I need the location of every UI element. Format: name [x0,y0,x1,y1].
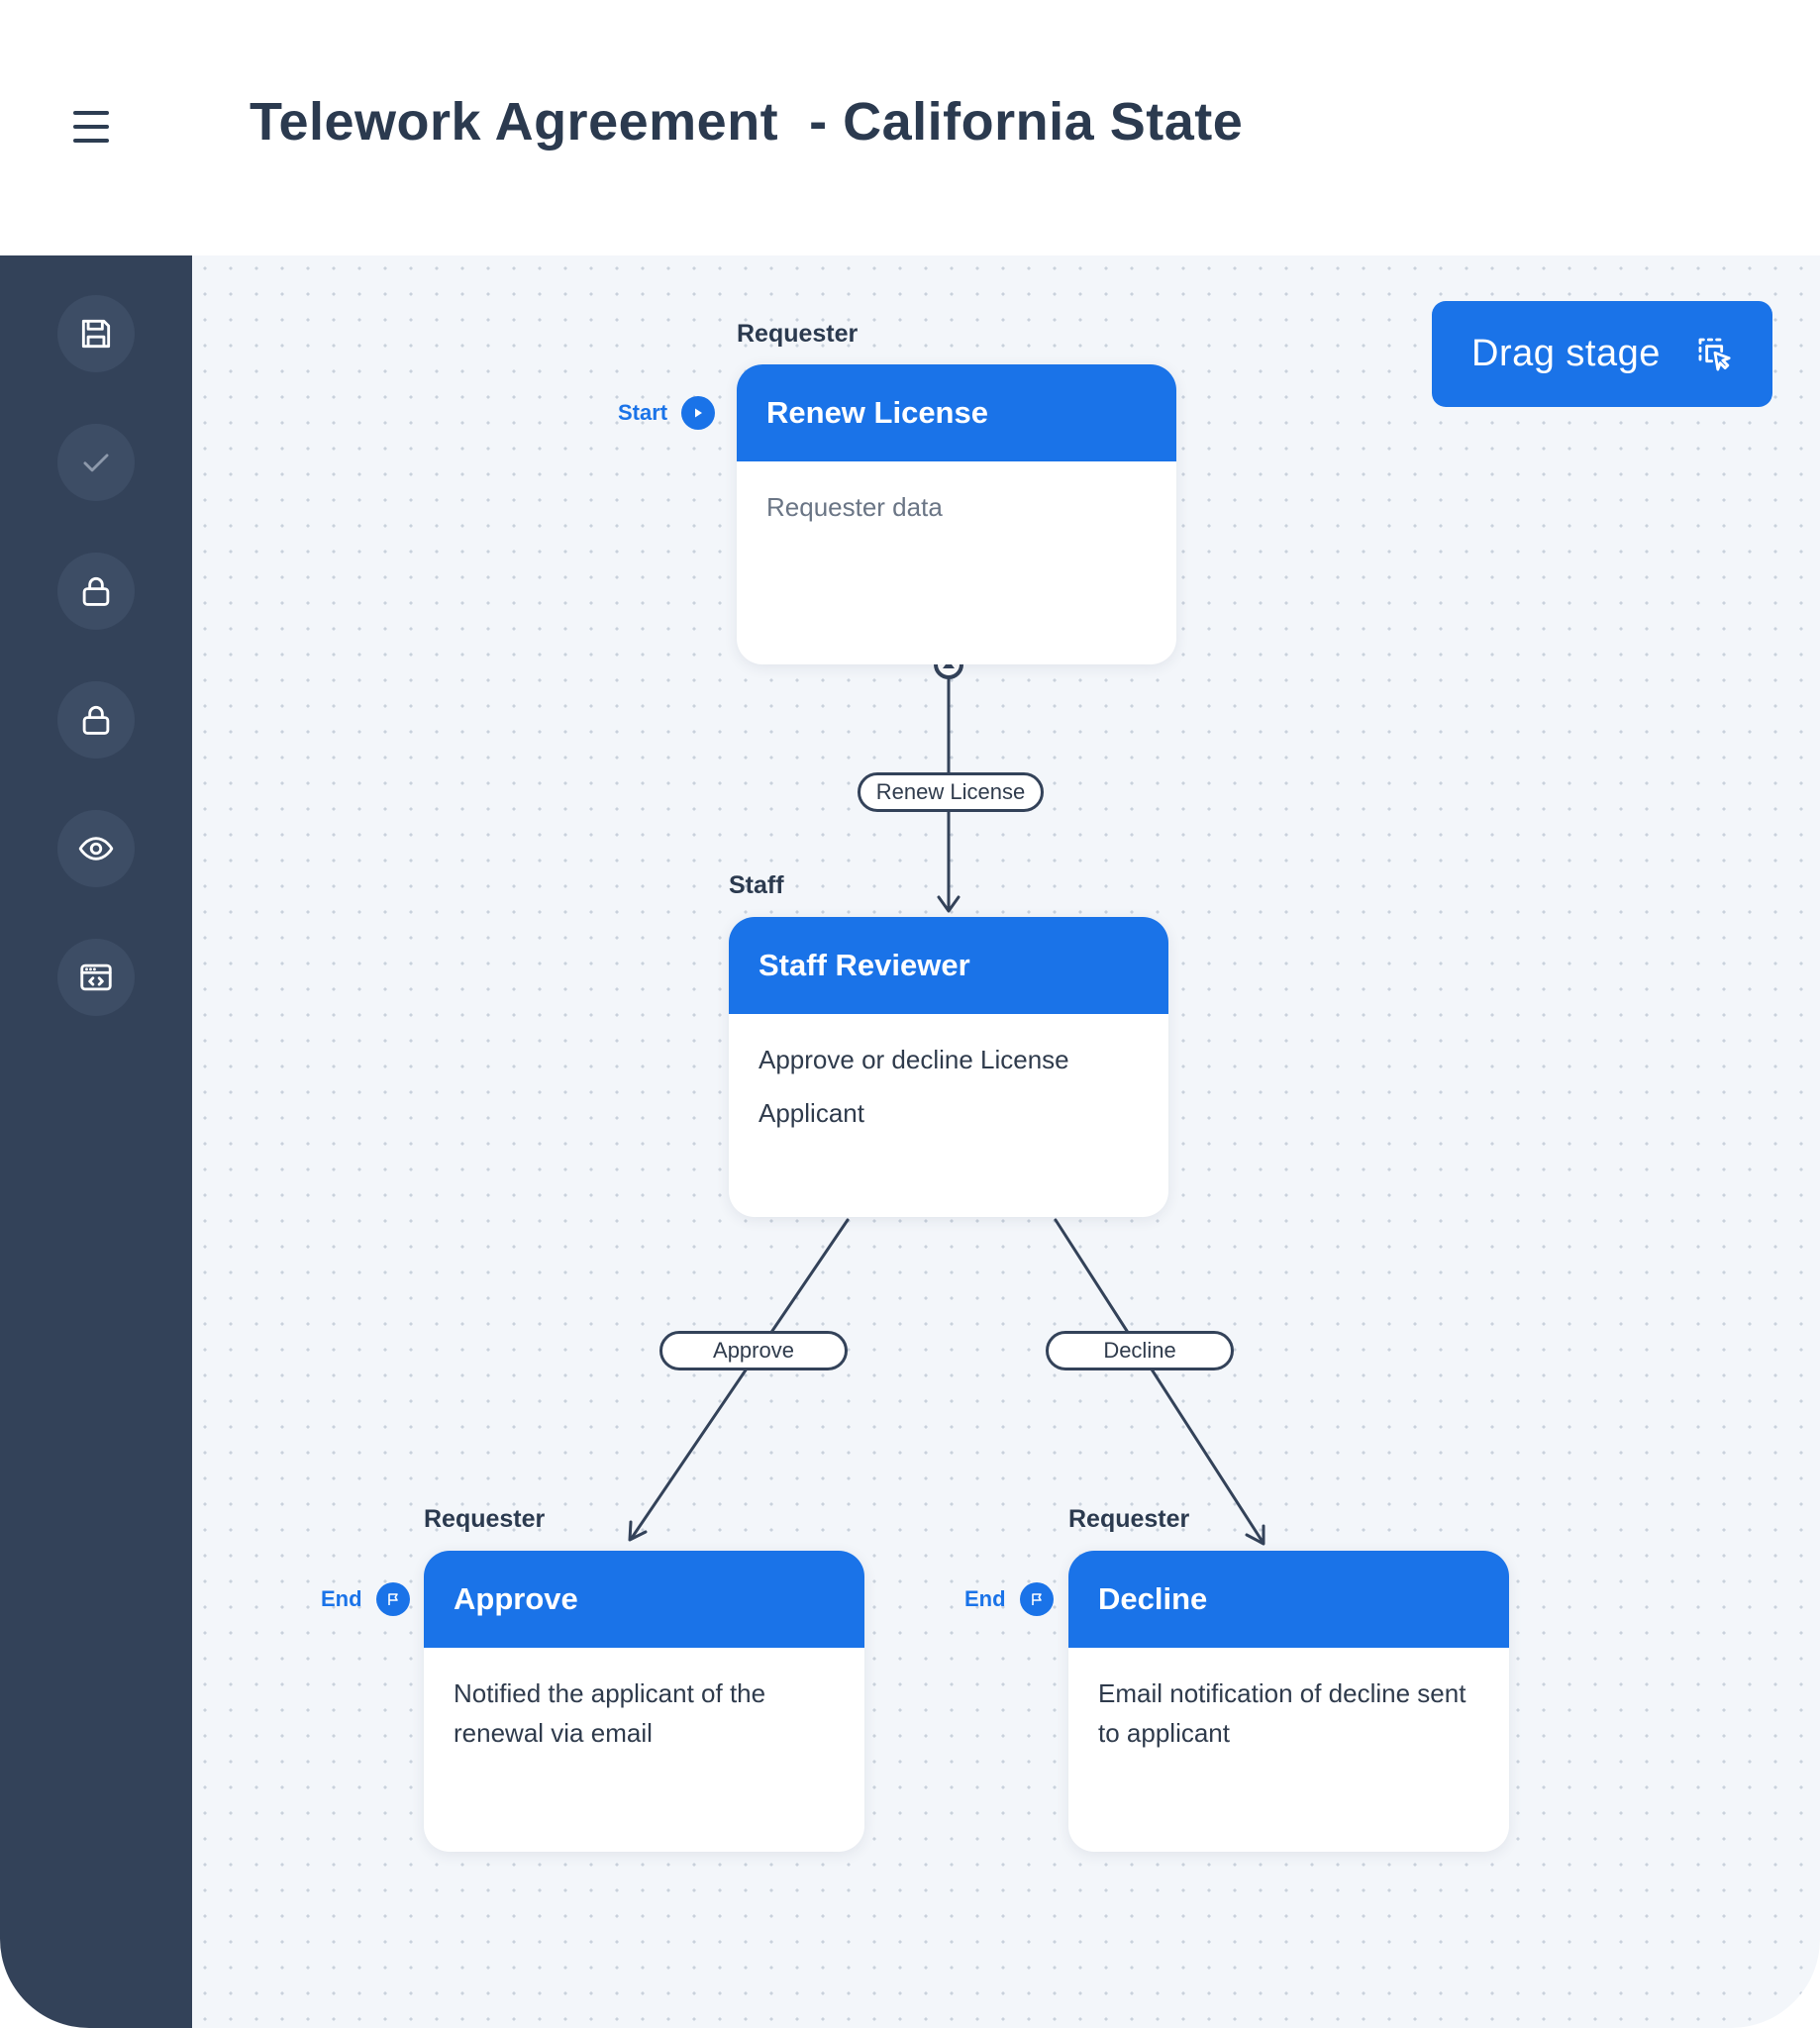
flag-icon [1019,1582,1054,1616]
stage-description-line: Applicant [758,1098,864,1128]
transition-decline[interactable]: Decline [1046,1331,1234,1370]
stage-description-line: Notified the applicant of the renewal vi… [454,1678,766,1748]
stage-role-label: Requester [1068,1505,1190,1533]
code-window-icon [80,963,112,991]
save-icon [81,319,111,349]
stage-description: Notified the applicant of the renewal vi… [424,1648,864,1753]
stage-description-line: Requester data [766,492,943,522]
stage-card-decline[interactable]: Decline Email notification of decline se… [1068,1551,1509,1852]
end-label: End [321,1586,362,1611]
transition-renew-license[interactable]: Renew License [858,772,1044,812]
stage-description-line: Email notification of decline sent to ap… [1098,1678,1466,1748]
sidebar-check-button[interactable] [57,424,135,501]
lock-icon [82,576,110,606]
drag-stage-button[interactable]: Drag stage [1432,301,1772,407]
sidebar-lock-button[interactable] [57,553,135,630]
menu-icon[interactable] [73,111,111,145]
stage-title: Staff Reviewer [729,917,1168,1014]
stage-description: Approve or decline License Applicant [729,1014,1168,1133]
stage-role-label: Requester [424,1505,546,1533]
transition-approve[interactable]: Approve [659,1331,848,1370]
stage-role-label: Staff [729,871,784,899]
drag-stage-label: Drag stage [1471,333,1661,374]
sidebar-save-button[interactable] [57,295,135,372]
eye-icon [78,837,114,861]
check-icon [83,454,109,472]
stage-description-line: Approve or decline License [758,1045,1069,1074]
drag-select-icon [1698,338,1731,371]
page-title: Telework Agreement - California State [250,92,1244,152]
start-label: Start [618,400,668,425]
end-label: End [964,1586,1006,1611]
stage-description: Email notification of decline sent to ap… [1068,1648,1509,1753]
end-tag: End [321,1582,410,1616]
stage-title: Renew License [737,364,1176,461]
sidebar-preview-button[interactable] [57,810,135,887]
stage-description: Requester data [737,461,1176,527]
sidebar-lock-button-2[interactable] [57,681,135,759]
play-icon [681,396,716,430]
header: Telework Agreement - California State [0,0,1820,255]
stage-role-label: Requester [737,320,859,348]
lock-icon [82,705,110,735]
stage-card-renew-license[interactable]: Renew License Requester data [737,364,1176,664]
sidebar-code-button[interactable] [57,939,135,1016]
stage-title: Decline [1068,1551,1509,1648]
stage-title: Approve [424,1551,864,1648]
start-tag: Start [618,396,716,430]
stage-card-staff-reviewer[interactable]: Staff Reviewer Approve or decline Licens… [729,917,1168,1217]
end-tag: End [964,1582,1054,1616]
flag-icon [375,1582,410,1616]
stage-card-approve[interactable]: Approve Notified the applicant of the re… [424,1551,864,1852]
sidebar [0,255,192,2028]
